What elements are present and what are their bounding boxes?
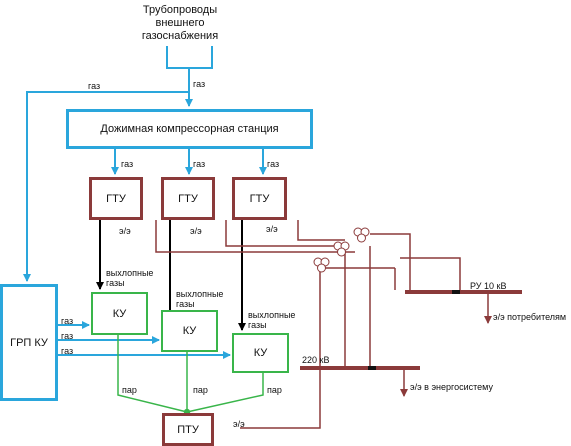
power-to-ru: [370, 233, 411, 290]
compressor-station-box: Дожимная компрессорная станция: [66, 109, 313, 149]
source-title: Трубопроводы внешнего газоснабжения: [141, 4, 219, 42]
gas-label-ku1: газ: [61, 316, 74, 326]
ee-label-gtu3: э/э: [266, 224, 278, 234]
exhaust-lines: [96, 219, 246, 331]
gas-label-ku3: газ: [61, 346, 74, 356]
gas-arrow-to-grp: [23, 91, 189, 282]
ee-label-ptu: э/э: [233, 419, 245, 429]
power-line-gtu1: [155, 220, 355, 253]
gas-label-top-left: газ: [88, 81, 101, 91]
grp-ku-box: ГРП КУ: [0, 284, 58, 401]
kv220-label: 220 кВ: [302, 355, 330, 365]
gas-label-ku2: газ: [61, 331, 74, 341]
ptu-box: ПТУ: [162, 413, 214, 446]
steam-label-1: пар: [122, 385, 137, 395]
ee-label-gtu1: э/э: [119, 226, 131, 236]
steam-label-3: пар: [267, 385, 282, 395]
gtu-box-1: ГТУ: [89, 177, 143, 220]
power-line-gtu2: [225, 220, 345, 247]
exhaust-label-3: выхлопные газы: [248, 310, 296, 330]
ee-label-gtu2: э/э: [190, 226, 202, 236]
grid-label: э/э в энергосистему: [410, 382, 493, 392]
exhaust-label-2: выхлопные газы: [176, 289, 224, 309]
gas-label-top: газ: [193, 79, 206, 89]
power-lines: [155, 220, 461, 429]
power-to-ru-c: [400, 257, 461, 290]
steam-line-ku1: [117, 334, 188, 413]
ku-box-2: КУ: [161, 310, 218, 352]
gas-lines: [23, 46, 267, 359]
transformer-icons: [313, 227, 370, 273]
gas-inlet-bracket: [166, 46, 213, 69]
gas-label-gtu3: газ: [267, 159, 280, 169]
exhaust-label-1: выхлопные газы: [106, 268, 154, 288]
steam-lines: [117, 334, 264, 416]
consumers-label: э/э потребителям: [493, 312, 567, 322]
gas-label-gtu1: газ: [121, 159, 134, 169]
gas-label-gtu2: газ: [193, 159, 206, 169]
ku-box-1: КУ: [91, 292, 148, 335]
steam-line-ku3: [186, 372, 264, 413]
ku-box-3: КУ: [232, 333, 289, 373]
power-line-gtu3: [297, 220, 345, 241]
steam-label-2: пар: [193, 385, 208, 395]
power-line-ptu: [240, 268, 321, 429]
gtu-box-2: ГТУ: [161, 177, 215, 220]
buses: [300, 290, 522, 370]
ru-label: РУ 10 кВ: [470, 281, 507, 291]
gtu-box-3: ГТУ: [232, 177, 287, 220]
